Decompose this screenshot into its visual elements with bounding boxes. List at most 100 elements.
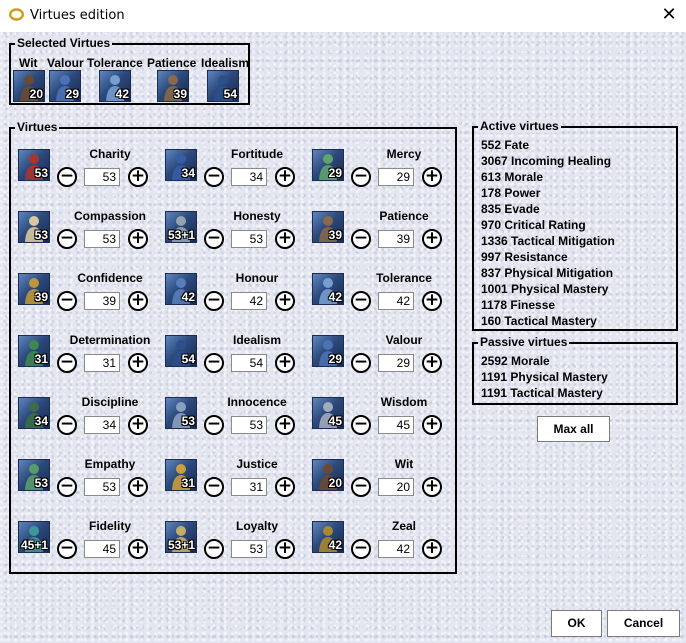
decrease-determination-button[interactable]: − (57, 353, 77, 373)
increase-wisdom-button[interactable]: + (422, 415, 442, 435)
increase-fidelity-button[interactable]: + (128, 539, 148, 559)
decrease-patience-button[interactable]: − (351, 229, 371, 249)
selected-virtue-label-tolerance: Tolerance (87, 56, 143, 70)
decrease-fortitude-button[interactable]: − (204, 167, 224, 187)
decrease-tolerance-button[interactable]: − (351, 291, 371, 311)
decrease-wisdom-button[interactable]: − (351, 415, 371, 435)
selected-virtue-icon-valour: 29 (49, 70, 81, 102)
virtue-figure-icon (56, 75, 74, 101)
virtue-rank: 31 (181, 476, 195, 490)
increase-fortitude-button[interactable]: + (275, 167, 295, 187)
cancel-button[interactable]: Cancel (607, 610, 680, 637)
active-virtues-title: Active virtues (478, 119, 561, 133)
decrease-wit-button[interactable]: − (351, 477, 371, 497)
decrease-justice-button[interactable]: − (204, 477, 224, 497)
decrease-valour-button[interactable]: − (351, 353, 371, 373)
virtue-name-idealism: Idealism (232, 333, 282, 347)
increase-patience-button[interactable]: + (422, 229, 442, 249)
increase-confidence-button[interactable]: + (128, 291, 148, 311)
selected-virtues-title: Selected Virtues (15, 36, 113, 50)
virtue-icon-valour: 29 (312, 335, 344, 367)
decrease-zeal-button[interactable]: − (351, 539, 371, 559)
virtue-value-mercy-field[interactable]: 29 (378, 168, 414, 186)
increase-wit-button[interactable]: + (422, 477, 442, 497)
increase-tolerance-button[interactable]: + (422, 291, 442, 311)
decrease-compassion-button[interactable]: − (57, 229, 77, 249)
passive-virtue-line: 2592 Morale (481, 354, 550, 368)
active-virtue-line: 613 Morale (481, 170, 544, 184)
virtue-value-determination-field[interactable]: 31 (84, 354, 120, 372)
virtue-value-patience-field[interactable]: 39 (378, 230, 414, 248)
virtue-icon-fidelity: 45+1 (18, 521, 50, 553)
virtue-value-valour-field[interactable]: 29 (378, 354, 414, 372)
virtues-title: Virtues (15, 120, 60, 134)
decrease-honour-button[interactable]: − (204, 291, 224, 311)
increase-discipline-button[interactable]: + (128, 415, 148, 435)
virtue-figure-icon (172, 402, 190, 428)
virtue-value-charity-field[interactable]: 53 (84, 168, 120, 186)
virtue-value-fidelity-field[interactable]: 45 (84, 540, 120, 558)
decrease-empathy-button[interactable]: − (57, 477, 77, 497)
virtue-figure-icon (25, 402, 43, 428)
active-virtue-line: 970 Critical Rating (481, 218, 586, 232)
decrease-fidelity-button[interactable]: − (57, 539, 77, 559)
virtue-icon-tolerance: 42 (312, 273, 344, 305)
increase-valour-button[interactable]: + (422, 353, 442, 373)
active-virtue-line: 3067 Incoming Healing (481, 154, 612, 168)
virtue-value-empathy-field[interactable]: 53 (84, 478, 120, 496)
virtue-value-loyalty-field[interactable]: 53 (231, 540, 267, 558)
virtue-figure-icon (25, 526, 43, 552)
virtue-rank: 42 (181, 290, 195, 304)
increase-idealism-button[interactable]: + (275, 353, 295, 373)
virtue-value-fortitude-field[interactable]: 34 (231, 168, 267, 186)
virtue-value-discipline-field[interactable]: 34 (84, 416, 120, 434)
passive-virtue-line: 1191 Physical Mastery (481, 370, 608, 384)
virtue-value-idealism-field[interactable]: 54 (231, 354, 267, 372)
decrease-honesty-button[interactable]: − (204, 229, 224, 249)
max-all-button[interactable]: Max all (537, 416, 610, 442)
selected-virtue-label-patience: Patience (147, 56, 197, 70)
decrease-mercy-button[interactable]: − (351, 167, 371, 187)
decrease-idealism-button[interactable]: − (204, 353, 224, 373)
virtue-icon-empathy: 53 (18, 459, 50, 491)
active-virtue-line: 160 Tactical Mastery (481, 314, 597, 328)
increase-honour-button[interactable]: + (275, 291, 295, 311)
increase-zeal-button[interactable]: + (422, 539, 442, 559)
virtue-icon-honour: 42 (165, 273, 197, 305)
virtue-name-patience: Patience (379, 209, 429, 223)
virtue-icon-charity: 53 (18, 149, 50, 181)
decrease-innocence-button[interactable]: − (204, 415, 224, 435)
virtue-value-justice-field[interactable]: 31 (231, 478, 267, 496)
virtue-value-confidence-field[interactable]: 39 (84, 292, 120, 310)
ok-button[interactable]: OK (551, 610, 602, 637)
virtue-value-honesty-field[interactable]: 53 (231, 230, 267, 248)
increase-loyalty-button[interactable]: + (275, 539, 295, 559)
increase-mercy-button[interactable]: + (422, 167, 442, 187)
increase-justice-button[interactable]: + (275, 477, 295, 497)
virtue-value-honour-field[interactable]: 42 (231, 292, 267, 310)
virtue-value-compassion-field[interactable]: 53 (84, 230, 120, 248)
close-button[interactable]: ✕ (657, 4, 681, 26)
decrease-charity-button[interactable]: − (57, 167, 77, 187)
virtue-value-zeal-field[interactable]: 42 (378, 540, 414, 558)
virtue-value-wit-field[interactable]: 20 (378, 478, 414, 496)
decrease-loyalty-button[interactable]: − (204, 539, 224, 559)
virtue-icon-discipline: 34 (18, 397, 50, 429)
increase-compassion-button[interactable]: + (128, 229, 148, 249)
virtue-value-wisdom-field[interactable]: 45 (378, 416, 414, 434)
increase-innocence-button[interactable]: + (275, 415, 295, 435)
increase-charity-button[interactable]: + (128, 167, 148, 187)
decrease-confidence-button[interactable]: − (57, 291, 77, 311)
increase-honesty-button[interactable]: + (275, 229, 295, 249)
virtue-rank: 45 (328, 414, 342, 428)
virtue-value-innocence-field[interactable]: 53 (231, 416, 267, 434)
virtue-icon-honesty: 53+1 (165, 211, 197, 243)
increase-determination-button[interactable]: + (128, 353, 148, 373)
increase-empathy-button[interactable]: + (128, 477, 148, 497)
selected-virtue-label-valour: Valour (47, 56, 84, 70)
decrease-discipline-button[interactable]: − (57, 415, 77, 435)
virtue-rank: 29 (328, 166, 342, 180)
virtue-value-tolerance-field[interactable]: 42 (378, 292, 414, 310)
virtue-name-loyalty: Loyalty (235, 519, 278, 533)
